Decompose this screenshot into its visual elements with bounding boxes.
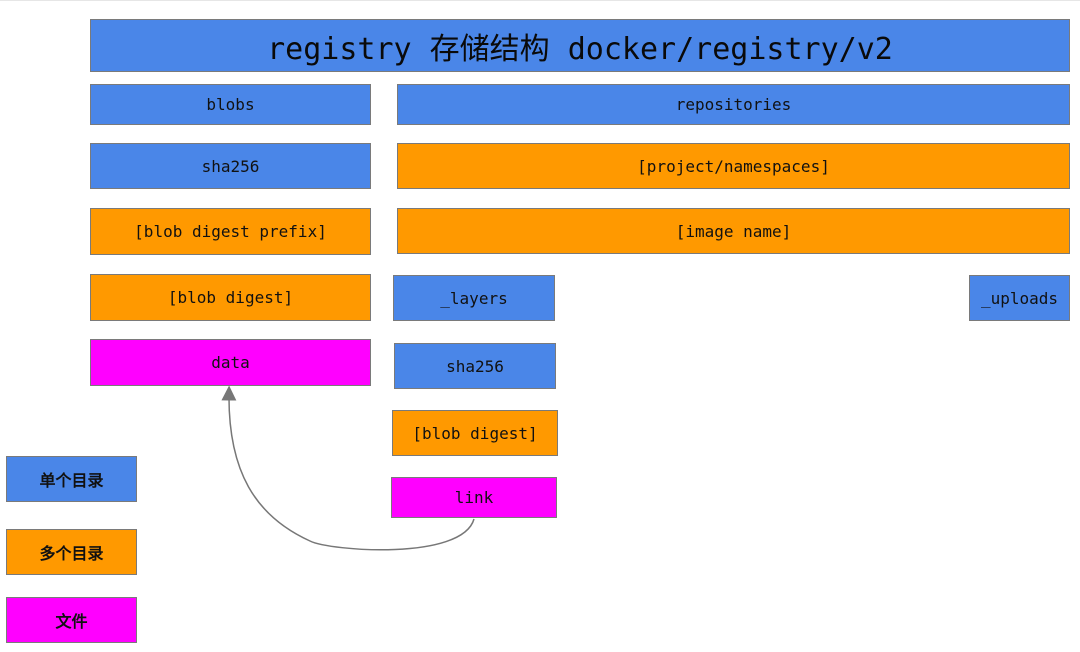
diagram-title: registry 存储结构 docker/registry/v2 <box>90 19 1070 72</box>
legend-single-dir: 单个目录 <box>6 456 137 502</box>
layers-sha256-node: sha256 <box>394 343 556 389</box>
blob-digest-prefix-node: [blob digest prefix] <box>90 208 371 255</box>
layers-node: _layers <box>393 275 555 321</box>
legend-file: 文件 <box>6 597 137 643</box>
project-namespaces-node: [project/namespaces] <box>397 143 1070 189</box>
link-file-node: link <box>391 477 557 518</box>
data-file-node: data <box>90 339 371 386</box>
legend-multi-dir: 多个目录 <box>6 529 137 575</box>
uploads-node: _uploads <box>969 275 1070 321</box>
repositories-node: repositories <box>397 84 1070 125</box>
layers-blob-digest-node: [blob digest] <box>392 410 558 456</box>
image-name-node: [image name] <box>397 208 1070 254</box>
blobs-sha256-node: sha256 <box>90 143 371 189</box>
blobs-blob-digest-node: [blob digest] <box>90 274 371 321</box>
blobs-node: blobs <box>90 84 371 125</box>
